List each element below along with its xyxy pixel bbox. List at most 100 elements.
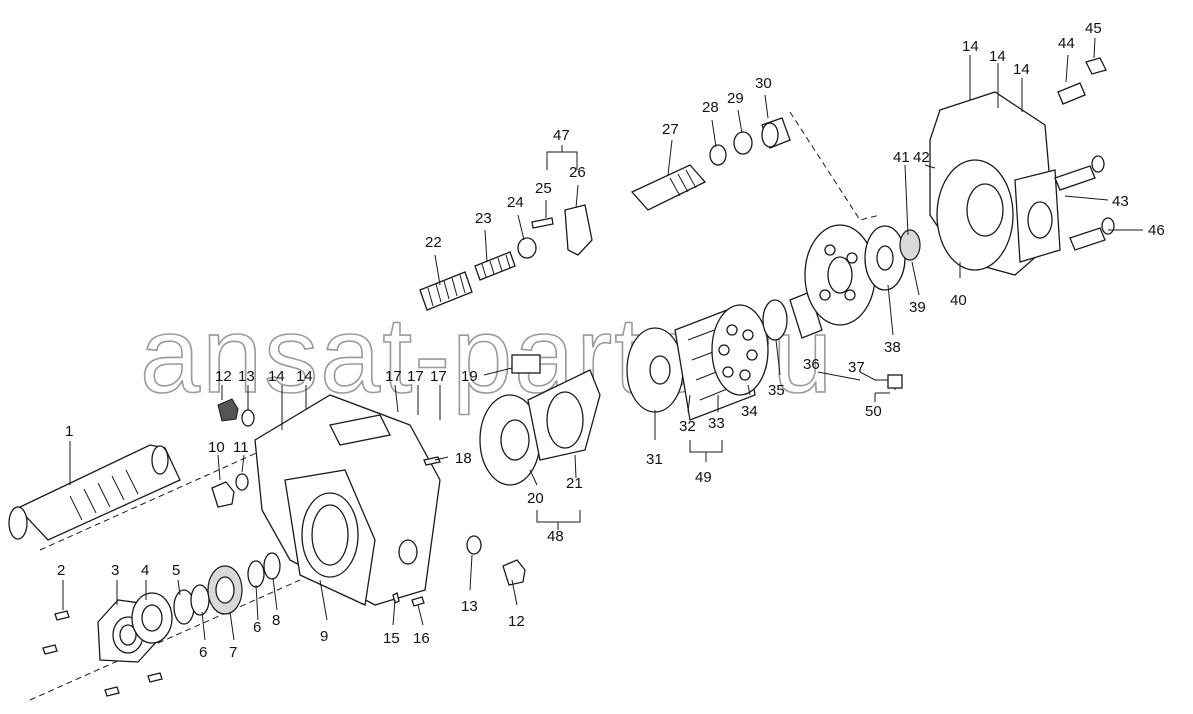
callout-19: 19: [461, 368, 478, 385]
part-40-rear-cover: [929, 91, 1061, 276]
callout-39: 39: [909, 299, 926, 316]
part-20-swash-disc: [479, 394, 541, 486]
callout-33: 33: [708, 415, 725, 432]
callout-47: 47: [553, 127, 570, 144]
callout-14c: 14: [962, 38, 979, 55]
part-4-seal-housing: [131, 592, 173, 644]
callout-3: 3: [111, 562, 119, 579]
part-24-retainer: [517, 237, 537, 259]
part-30-sleeve: [761, 117, 791, 149]
callout-12a: 12: [215, 368, 232, 385]
part-27-spool: [630, 164, 707, 211]
part-41-bearing: [899, 229, 921, 261]
callout-22: 22: [425, 234, 442, 251]
callout-46: 46: [1148, 222, 1165, 239]
callout-42: 42: [913, 149, 930, 166]
callout-36: 36: [803, 356, 820, 373]
callout-35: 35: [768, 382, 785, 399]
part-10-plug: [211, 481, 235, 508]
part-34-cylinder-block: [711, 304, 769, 396]
callout-44: 44: [1058, 35, 1075, 52]
callout-5: 5: [172, 562, 180, 579]
part-9-housing: [254, 394, 441, 606]
callout-27: 27: [662, 121, 679, 138]
assembly-line-upper: [789, 111, 881, 221]
callout-25: 25: [535, 180, 552, 197]
part-13-oring-upper: [241, 409, 255, 427]
callout-18: 18: [455, 450, 472, 467]
callout-43: 43: [1112, 193, 1129, 210]
callout-6b: 6: [253, 619, 261, 636]
callout-14a: 14: [268, 368, 285, 385]
part-50-box: [887, 374, 903, 389]
part-6-snap-ring: [190, 584, 210, 616]
part-18-pin: [423, 456, 441, 466]
callout-28: 28: [702, 99, 719, 116]
part-45-nut: [1085, 57, 1107, 75]
part-31-cylinder-plate: [626, 327, 684, 413]
part-46-bolt: [1069, 217, 1115, 251]
callout-10: 10: [208, 439, 225, 456]
part-28-oring: [709, 144, 727, 166]
callout-17a: 17: [385, 368, 402, 385]
callout-14e: 14: [1013, 61, 1030, 78]
part-38-valve-plate: [804, 224, 876, 326]
callout-17b: 17: [407, 368, 424, 385]
callout-8: 8: [272, 612, 280, 629]
part-44-plug: [1057, 82, 1086, 105]
callout-31: 31: [646, 451, 663, 468]
part-43-bolt: [1054, 155, 1105, 191]
callout-29: 29: [727, 90, 744, 107]
callout-16: 16: [413, 630, 430, 647]
part-8-oring: [263, 552, 281, 580]
callout-34: 34: [741, 403, 758, 420]
callout-6a: 6: [199, 644, 207, 661]
part-2-bolts: [42, 610, 163, 697]
callout-45: 45: [1085, 20, 1102, 37]
callout-38: 38: [884, 339, 901, 356]
part-23-spring: [474, 251, 516, 281]
callout-2: 2: [57, 562, 65, 579]
part-22-spring: [419, 271, 473, 311]
part-6-snap-ring-b: [247, 560, 265, 588]
callout-26: 26: [569, 164, 586, 181]
assembly-line-lower: [29, 579, 301, 701]
callout-labels: 1 2 3 4 5 6 6 7 8 9 10 11 12 12 13 13 14…: [57, 20, 1165, 661]
part-39-plate: [864, 225, 906, 291]
part-7-bearing: [207, 565, 243, 615]
part-35-spring-set: [762, 299, 788, 341]
callout-11: 11: [233, 439, 249, 456]
part-26-block: [564, 204, 593, 256]
callout-14b: 14: [296, 368, 313, 385]
callout-20: 20: [527, 490, 544, 507]
part-36-37-shaft-spline: [789, 291, 823, 339]
callout-14d: 14: [989, 48, 1006, 65]
part-13-oring-lower: [466, 535, 482, 555]
part-11-oring: [235, 473, 249, 491]
callout-41: 41: [893, 149, 910, 166]
callout-23: 23: [475, 210, 492, 227]
callout-37: 37: [848, 359, 865, 376]
callout-24: 24: [507, 194, 524, 211]
leader-lines: [62, 37, 1143, 641]
callout-17c: 17: [430, 368, 447, 385]
callout-49: 49: [695, 469, 712, 486]
callout-50: 50: [865, 403, 882, 420]
callout-13a: 13: [238, 368, 255, 385]
callout-15: 15: [383, 630, 400, 647]
callout-12b: 12: [508, 613, 525, 630]
callout-13b: 13: [461, 598, 478, 615]
callout-7: 7: [229, 644, 237, 661]
callout-48: 48: [547, 528, 564, 545]
part-19-plate: [511, 354, 541, 374]
part-1-shaft: [8, 444, 181, 541]
part-21-swashplate: [527, 369, 601, 461]
callout-32: 32: [679, 418, 696, 435]
callout-30: 30: [755, 75, 772, 92]
callout-1: 1: [65, 423, 73, 440]
callout-21: 21: [566, 475, 583, 492]
callout-9: 9: [320, 628, 328, 645]
part-12-plug-lower: [502, 559, 526, 586]
